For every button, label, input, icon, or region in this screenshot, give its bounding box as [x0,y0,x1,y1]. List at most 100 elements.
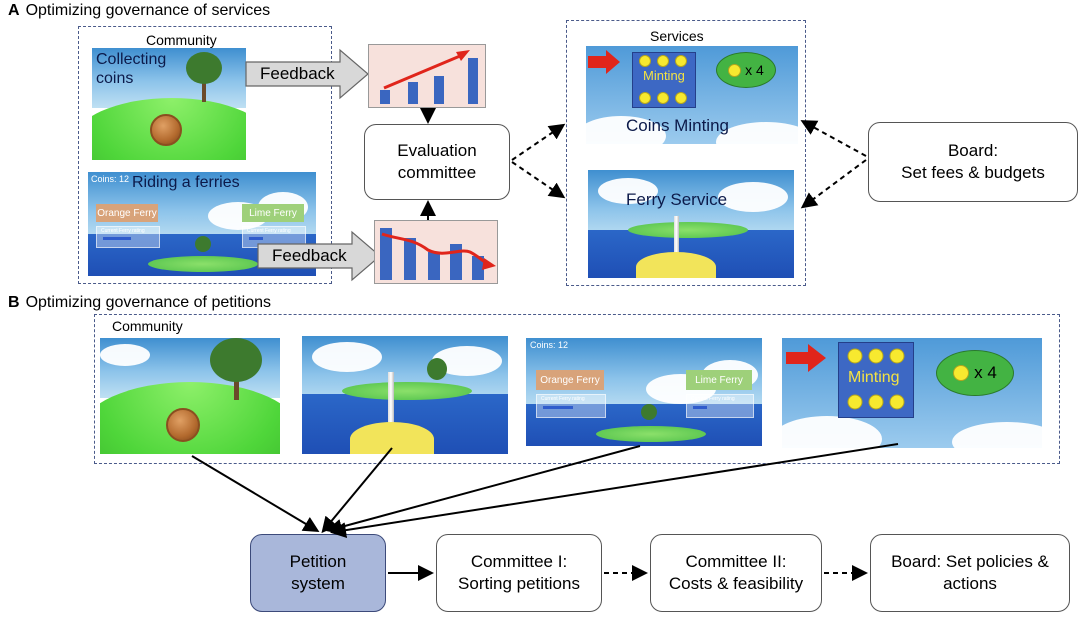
lime-ferry-button-b[interactable]: Lime Ferry [686,370,752,390]
red-arrow-icon [786,344,826,372]
board-b-line2: actions [943,574,997,593]
yellow-coin [868,348,884,364]
cloud-icon [312,342,382,372]
feedback-label-bottom: Feedback [272,246,347,265]
arrow-scene4-to-petition [330,443,899,539]
yellow-coin [675,55,687,67]
chart-bar [434,76,444,104]
services-label: Services [650,28,704,44]
minting-label-a: Minting [643,68,685,83]
rating-caption: Current Ferry rating [541,396,585,402]
community-label-a: Community [146,32,217,48]
coin-icon [166,408,200,442]
committee2-line2: Costs & feasibility [668,574,804,593]
committee1-line1: Committee I: [470,551,568,571]
red-arrow-icon [588,50,620,74]
orange-ferry-rating-b: Current Ferry rating [536,394,606,418]
scene-b-collecting [100,338,280,454]
committee2-line1: Committee II: [685,551,787,571]
arrow-scene3-to-petition [326,445,641,535]
feedback-arrow-bottom [257,230,381,282]
rating-caption: Current Ferry rating [247,228,291,234]
yellow-coin [639,55,651,67]
feedback-arrow-top [245,48,369,100]
committee-2: Committee II: Costs & feasibility [650,534,822,612]
cloud-icon [100,344,150,366]
arrow-board-to-minting [800,120,867,157]
arrow-eval-to-ferry [511,161,566,199]
trend-line-down [381,232,489,266]
evaluation-committee: Evaluation committee [364,124,510,200]
collecting-coins-text: Collecting coins [96,51,167,87]
tree-icon [206,338,266,402]
coins-minting-text: Coins Minting [626,116,729,135]
yellow-coin [639,92,651,104]
riding-ferries-text: Riding a ferries [132,174,240,191]
tree-icon [194,236,212,262]
chart-bar [428,252,440,280]
lime-ferry-rating-b: Current Ferry rating [686,394,754,418]
feedback-label-top: Feedback [260,64,335,83]
scene-b-riding-ferries: Coins: 12 Orange Ferry Lime Ferry Curren… [526,338,762,446]
scene-b-minting: x 4 Minting [782,338,1042,448]
yellow-coin [889,394,905,410]
coins-counter-b: Coins: 12 [530,340,569,350]
tree-icon [640,404,658,430]
chart-bar [380,90,390,104]
arrow-scene1-to-petition [191,455,320,533]
red-arrow-icon [482,258,496,270]
orange-ferry-rating-a: Current Ferry rating [96,226,160,248]
cloud-icon [716,122,798,144]
petition-line2: system [291,574,345,593]
community-box-a [78,26,332,284]
orange-ferry-button-b[interactable]: Orange Ferry [536,370,604,390]
yellow-coin [847,348,863,364]
tree-icon [426,358,448,388]
yellow-coin [675,92,687,104]
coin-icon [150,114,182,146]
chart-bar [408,82,418,104]
board-set-policies: Board: Set policies & actions [870,534,1070,612]
x4-label-b: x 4 [974,363,997,382]
yellow-coin [657,92,669,104]
yellow-coin [847,394,863,410]
orange-ferry-button-a[interactable]: Orange Ferry [96,204,158,222]
x4-label-a: x 4 [745,62,764,78]
chart-bar [472,256,484,280]
scene-collecting-coins: Collecting coins [92,48,246,160]
minting-label-b: Minting [848,369,900,386]
chart-bar [404,238,416,280]
yellow-coin [657,55,669,67]
yellow-coin [868,394,884,410]
yellow-coin [889,348,905,364]
rating-caption: Current Ferry rating [101,228,145,234]
trend-line-up [383,54,461,90]
committee-1: Committee I: Sorting petitions [436,534,602,612]
community-label-b: Community [112,318,183,334]
committee1-line2: Sorting petitions [458,574,580,593]
chart-bar [380,228,392,280]
red-arrow-icon [456,50,470,61]
board-a-line2: Set fees & budgets [901,163,1045,182]
board-b-line1: Board: Set policies & [891,551,1049,571]
board-a-line1: Board: [947,140,999,160]
board-set-fees: Board: Set fees & budgets [868,122,1078,202]
scene-ferry-service: Ferry Service [588,170,794,278]
scene-b-ferry-service [302,336,508,454]
rating-caption: Current Ferry rating [691,396,735,402]
arrow-eval-to-minting [511,123,566,161]
chart-bar [468,58,478,104]
coins-counter-a: Coins: 12 [91,174,130,184]
petition-line1: Petition [289,551,347,571]
evaluation-committee-label: Evaluation committee [397,140,477,182]
arrow-scene2-to-petition [321,447,393,534]
lime-ferry-button-a[interactable]: Lime Ferry [242,204,304,222]
